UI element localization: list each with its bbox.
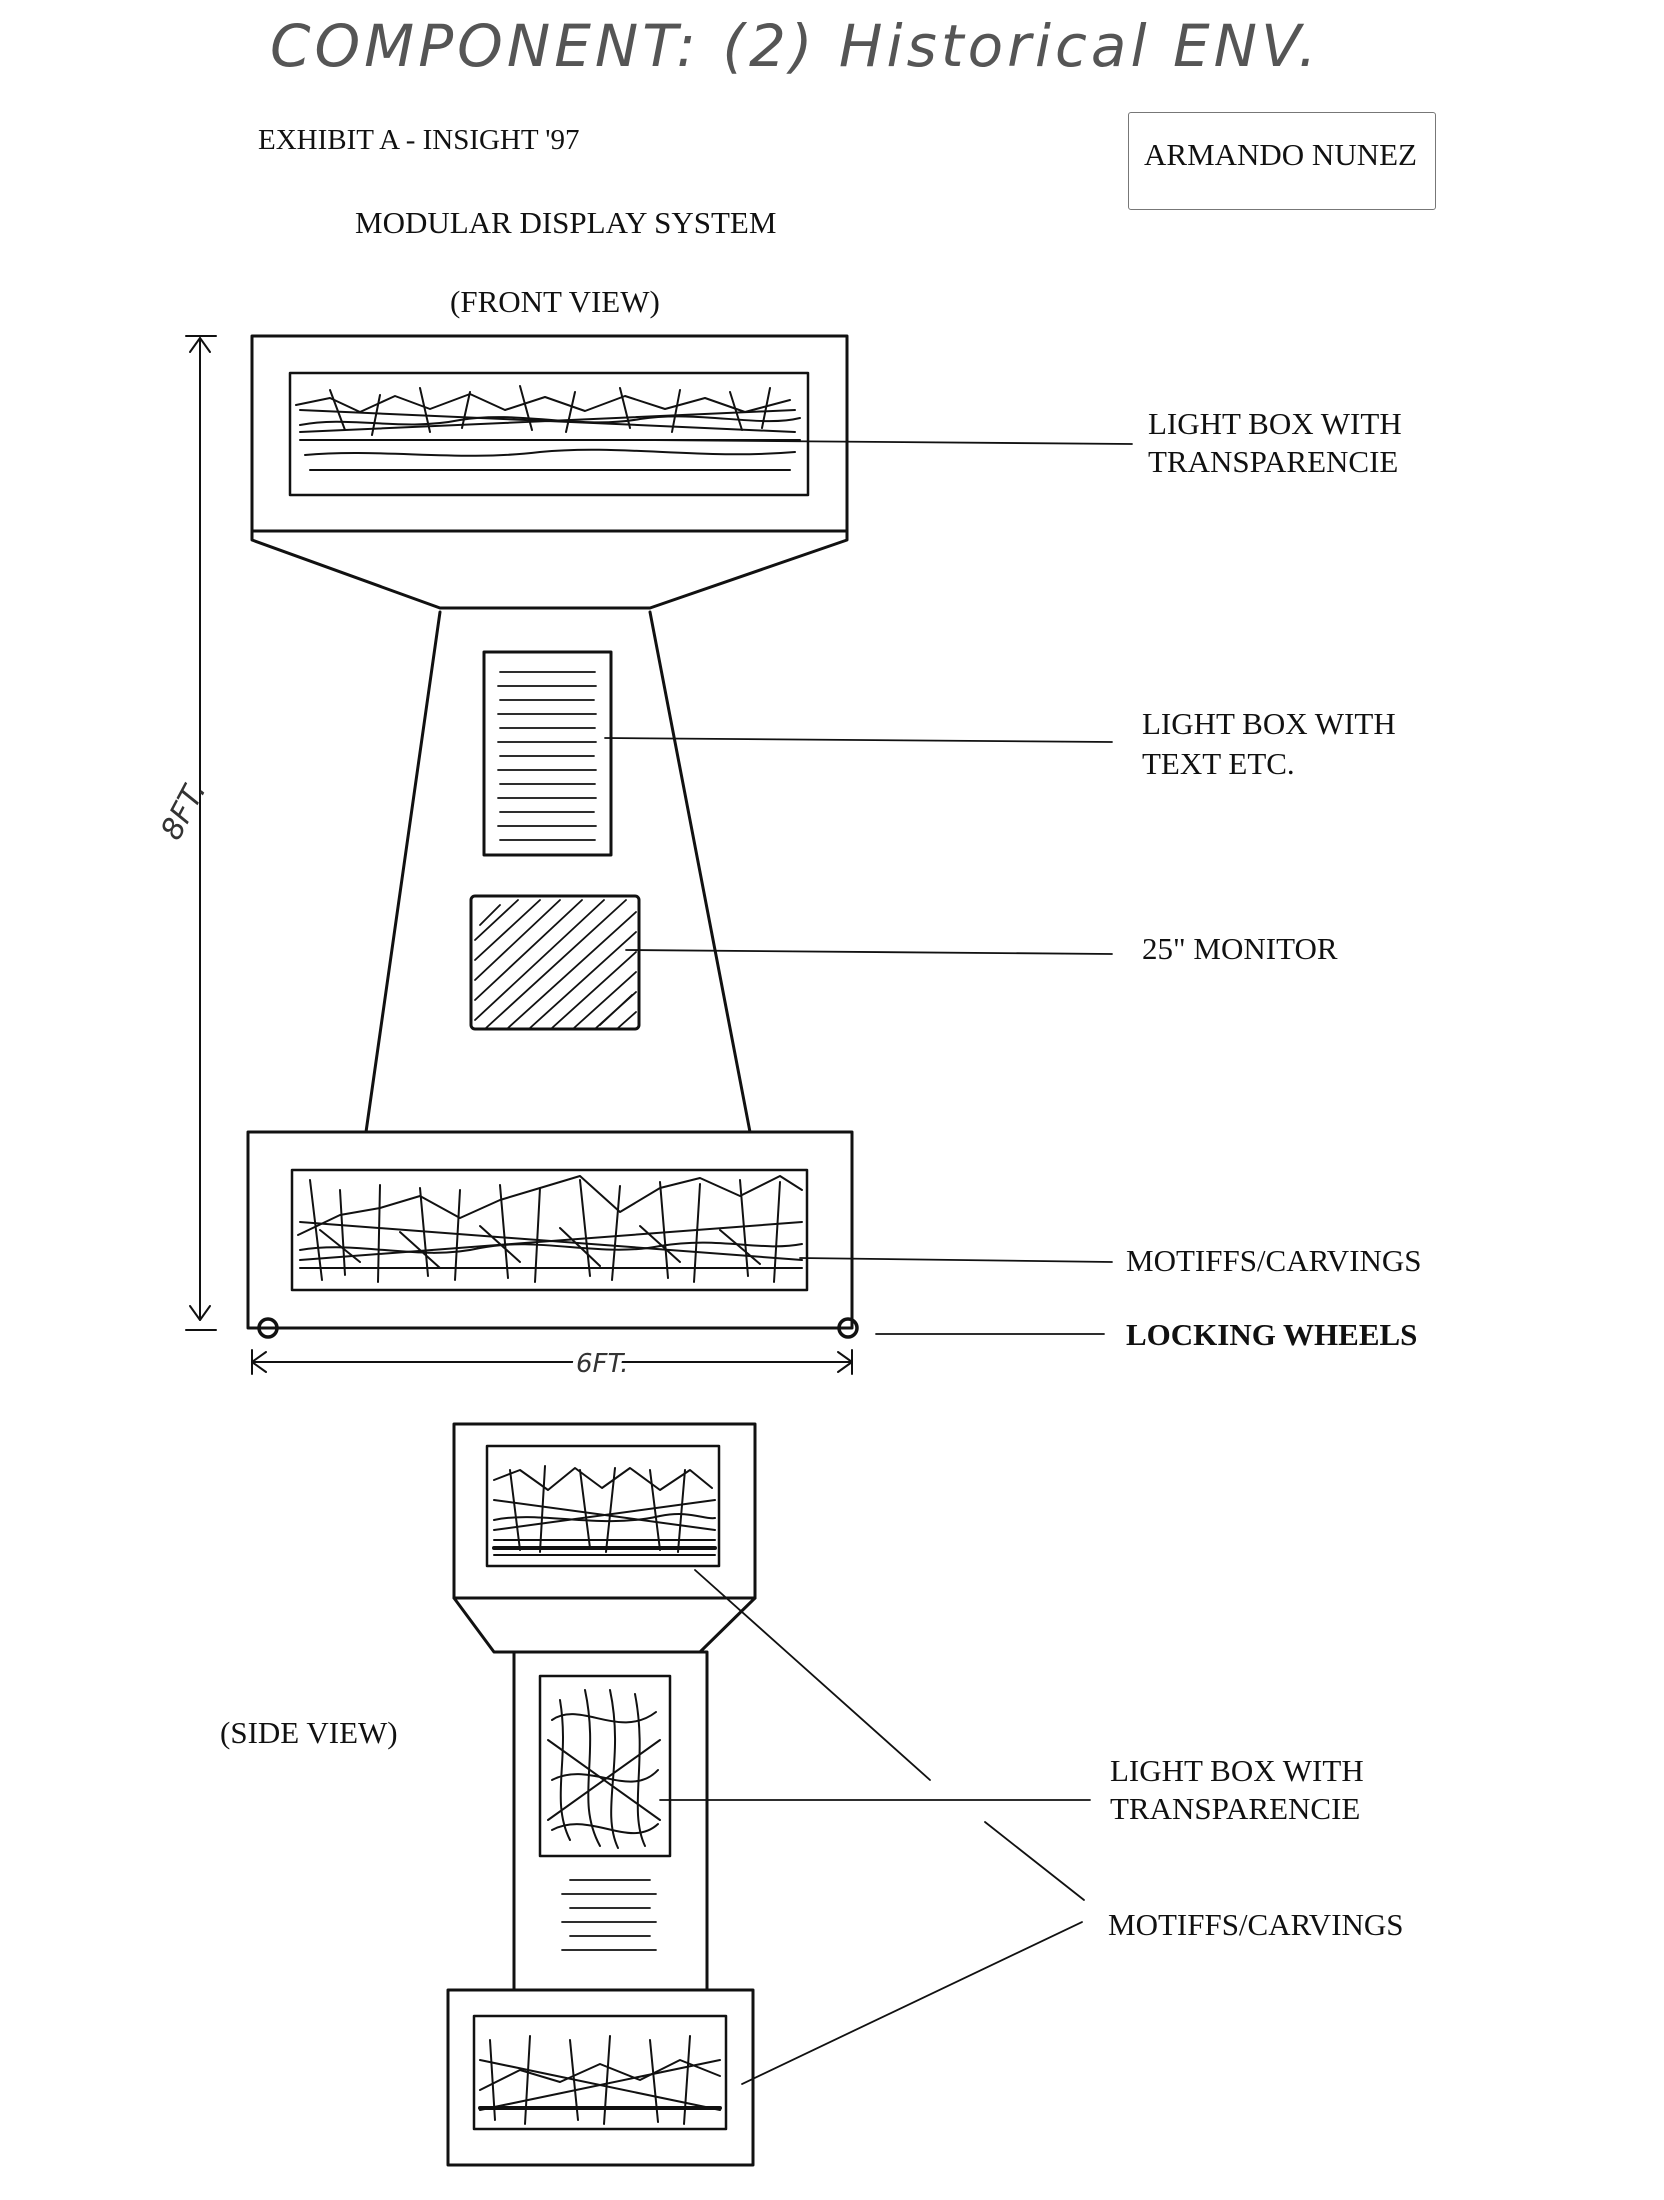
front-leader-lines <box>604 439 1133 1335</box>
author-name: ARMANDO NUNEZ <box>1144 137 1417 172</box>
front-monitor <box>469 894 641 1031</box>
label-front-motifs: MOTIFFS/CARVINGS <box>1126 1243 1422 1278</box>
side-top-scribble <box>492 1465 717 1556</box>
label-side-motifs: MOTIFFS/CARVINGS <box>1108 1907 1404 1942</box>
front-text-lightbox <box>482 650 613 857</box>
side-view-caption: (SIDE VIEW) <box>220 1715 398 1750</box>
side-top-box <box>452 1422 757 1600</box>
label-side-lightbox-line1: LIGHT BOX WITH <box>1110 1753 1364 1788</box>
label-side-lightbox-line2: TRANSPARENCIE <box>1110 1791 1361 1826</box>
width-dimension-label: 6FT. <box>576 1349 629 1379</box>
front-column <box>364 610 752 1134</box>
side-leader-lines <box>659 1569 1091 2085</box>
width-dimension-line <box>251 1326 853 1375</box>
author-box <box>1128 112 1436 210</box>
label-text-lightbox-line1: LIGHT BOX WITH <box>1142 706 1396 741</box>
side-column-scribble <box>547 1689 661 1849</box>
label-top-lightbox-line1: LIGHT BOX WITH <box>1148 406 1402 441</box>
height-dimension-line <box>185 335 217 1331</box>
front-view-caption: (FRONT VIEW) <box>450 284 660 319</box>
side-column-text-lines <box>561 1879 657 1951</box>
label-top-lightbox-line2: TRANSPARENCIE <box>1148 444 1399 479</box>
front-base-box <box>246 1130 854 1330</box>
exhibit-title: EXHIBIT A - INSIGHT '97 <box>258 124 580 156</box>
side-base-box <box>446 1988 755 2167</box>
label-locking-wheels: LOCKING WHEELS <box>1126 1317 1418 1352</box>
label-text-lightbox-line2: TEXT ETC. <box>1142 746 1295 781</box>
front-funnel <box>250 529 849 610</box>
front-base-scribble <box>297 1175 803 1283</box>
label-monitor: 25" MONITOR <box>1142 931 1338 966</box>
side-base-scribble <box>478 2035 722 2125</box>
front-top-header-box <box>250 334 849 533</box>
system-title: MODULAR DISPLAY SYSTEM <box>355 205 777 240</box>
height-dimension-label: 8FT. <box>154 776 213 846</box>
side-funnel <box>452 1596 757 1654</box>
front-top-lightbox-scribble <box>295 385 801 471</box>
component-note: COMPONENT: (2) Historical ENV. <box>270 12 1321 80</box>
